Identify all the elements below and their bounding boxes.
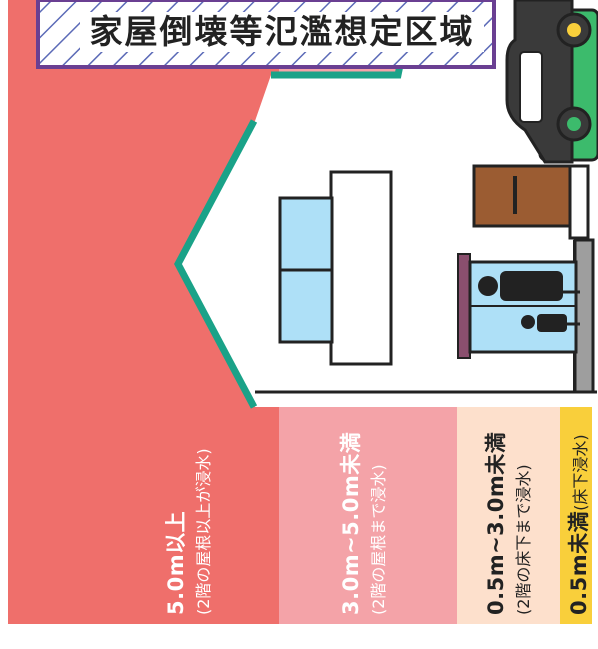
band-note-text: (2階の屋根以上が浸水) — [194, 448, 213, 615]
band-depth-text: 5.0m以上 — [164, 510, 188, 615]
glass-door-icon — [457, 253, 578, 359]
band-depth-text: 3.0m~5.0m未満 — [339, 431, 363, 615]
band-note-text: (床下浸水) — [571, 434, 590, 511]
window-icon — [278, 170, 393, 366]
band-label-5m-plus: 5.0m以上 (2階の屋根以上が浸水) — [160, 448, 214, 615]
band-label-under-05m: 0.5m未満(床下浸水) — [563, 434, 593, 615]
band-depth-text: 0.5m未満 — [567, 510, 591, 615]
house-icon — [174, 0, 597, 409]
band-label-3-5m: 3.0m~5.0m未満 (2階の屋根まで浸水) — [335, 432, 389, 615]
zone-title-text: 家屋倒壊等氾濫想定区域 — [80, 12, 484, 52]
car-icon — [505, 0, 598, 164]
door-icon — [472, 164, 590, 240]
band-label-05-3m: 0.5m~3.0m未満 (2階の床下まで浸水) — [480, 432, 534, 615]
band-depth-text: 0.5m~3.0m未満 — [484, 431, 508, 615]
people-icon — [478, 271, 580, 332]
band-note-text: (2階の屋根まで浸水) — [369, 464, 388, 615]
band-note-text: (2階の床下まで浸水) — [514, 464, 533, 615]
